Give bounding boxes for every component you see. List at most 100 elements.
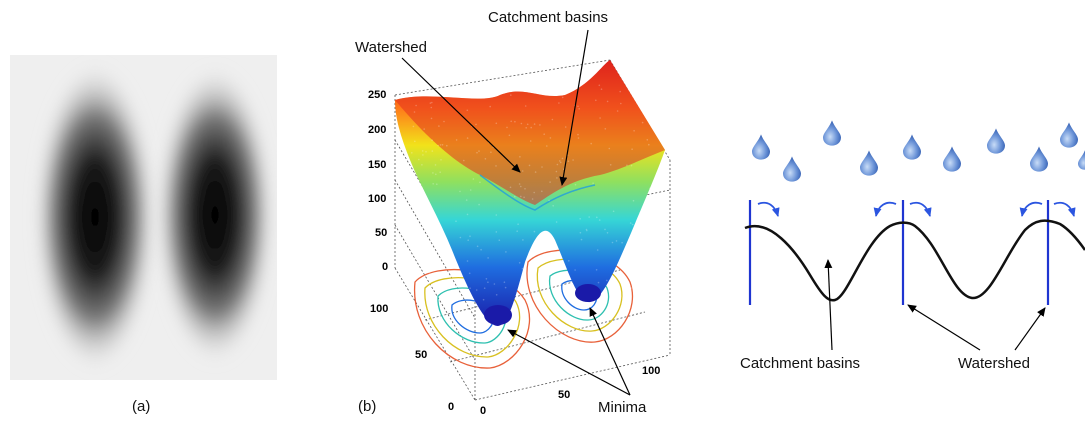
surface-speckle: [577, 137, 580, 139]
z-axis-ticks: 250 200 150 100 50 0: [368, 89, 388, 273]
surface-speckle: [519, 86, 521, 89]
surface-speckle: [495, 214, 498, 216]
arrow-minima-left: [507, 329, 631, 396]
surface-speckle: [634, 93, 636, 95]
surface-speckle: [465, 199, 468, 201]
surface-speckle: [599, 117, 601, 119]
surface-speckle: [524, 105, 527, 107]
surface-speckle: [623, 291, 626, 294]
flow-arrow-icon: [873, 201, 897, 217]
surface-speckle: [590, 142, 592, 145]
surface-speckle: [519, 156, 521, 158]
surface-speckle: [573, 86, 576, 89]
surface-speckle: [551, 279, 554, 281]
surface-speckle: [598, 219, 601, 221]
surface-speckle: [651, 274, 653, 277]
surface-speckle: [621, 241, 623, 244]
z-tick: 0: [382, 261, 388, 273]
surface-speckle: [534, 171, 537, 173]
surface-speckle: [509, 186, 512, 189]
surface-speckle: [431, 101, 433, 104]
surface-speckle: [442, 232, 444, 234]
surface-speckle: [531, 198, 534, 200]
surface-speckle: [521, 267, 524, 270]
surface-speckle: [596, 216, 598, 219]
surface-speckle: [521, 89, 524, 92]
surface-speckle: [493, 283, 496, 285]
surface-speckle: [431, 139, 433, 141]
surface-speckle: [626, 164, 628, 167]
surface-speckle: [523, 196, 525, 199]
surface-speckle: [547, 74, 550, 77]
surface-speckle: [472, 178, 475, 180]
plot-box: [394, 59, 671, 401]
z-tick: 100: [368, 193, 386, 205]
surface-speckle: [646, 139, 649, 141]
surface-speckle: [520, 195, 522, 198]
surface-speckle: [463, 159, 465, 162]
label-catchment-basins: Catchment basins: [488, 9, 608, 26]
surface-speckle: [425, 151, 427, 153]
water-drop-icon: [1030, 146, 1048, 172]
surface-speckle: [491, 75, 494, 78]
surface-speckle: [451, 69, 453, 72]
surface-speckle: [519, 89, 522, 91]
surface-speckle: [478, 203, 480, 206]
surface-speckle: [572, 71, 575, 73]
surface-speckle: [442, 235, 445, 238]
dark-blob-left: [33, 62, 157, 372]
surface-speckle: [487, 74, 490, 76]
surface-speckle: [630, 164, 633, 167]
surface-speckle: [606, 100, 609, 103]
surface-speckle: [487, 257, 489, 259]
y-tick: 100: [370, 303, 388, 315]
surface-speckle: [505, 251, 507, 253]
surface-speckle: [521, 170, 524, 172]
surface-speckle: [421, 164, 423, 166]
water-drop-icon: [903, 134, 921, 160]
surface-speckle: [541, 166, 543, 168]
surface-speckle: [415, 104, 417, 107]
surface-speckle: [434, 164, 437, 166]
surface-speckle: [648, 143, 650, 146]
arrow-watershed-right: [1014, 307, 1046, 351]
arrow-catchment-basin: [824, 259, 833, 351]
surface-speckle: [588, 216, 590, 218]
surface-speckle: [483, 287, 486, 290]
z-tick: 250: [368, 89, 386, 101]
surface-speckle: [608, 147, 611, 150]
surface-speckle: [411, 243, 413, 245]
surface-speckle: [451, 252, 454, 254]
water-drop-icon: [752, 134, 770, 160]
surface-speckle: [412, 74, 415, 77]
surface-speckle: [430, 117, 433, 120]
surface-speckle: [629, 235, 632, 237]
surface-speckle: [451, 77, 453, 80]
surface-speckle: [574, 183, 577, 186]
surface-speckle: [546, 145, 548, 147]
y-axis-ticks: 100 50 0: [370, 303, 454, 413]
surface-speckle: [564, 92, 566, 94]
surface-speckle: [466, 213, 469, 216]
surface-speckle: [439, 276, 441, 278]
surface-speckle: [466, 260, 469, 262]
surface-speckle: [439, 144, 442, 146]
flow-arrows: [757, 201, 1076, 217]
surface-speckle: [650, 252, 653, 255]
y-tick: 0: [448, 401, 454, 413]
dark-blob-right: [155, 65, 275, 365]
surface-speckle: [510, 94, 512, 96]
surface-speckle: [480, 248, 482, 251]
surface-speckle: [495, 122, 498, 125]
surface-speckle: [592, 182, 594, 184]
surface-speckle: [524, 268, 526, 270]
surface-speckle: [549, 181, 551, 183]
surface-speckle: [548, 256, 551, 259]
surface-speckle: [555, 170, 558, 173]
label-catchment-basins-c: Catchment basins: [740, 355, 860, 372]
water-drop-icon: [987, 128, 1005, 154]
surface-speckle: [632, 199, 635, 202]
x-axis-ticks: 0 50 100: [480, 365, 660, 417]
surface-speckle: [649, 270, 651, 272]
surface-speckle: [611, 241, 614, 244]
